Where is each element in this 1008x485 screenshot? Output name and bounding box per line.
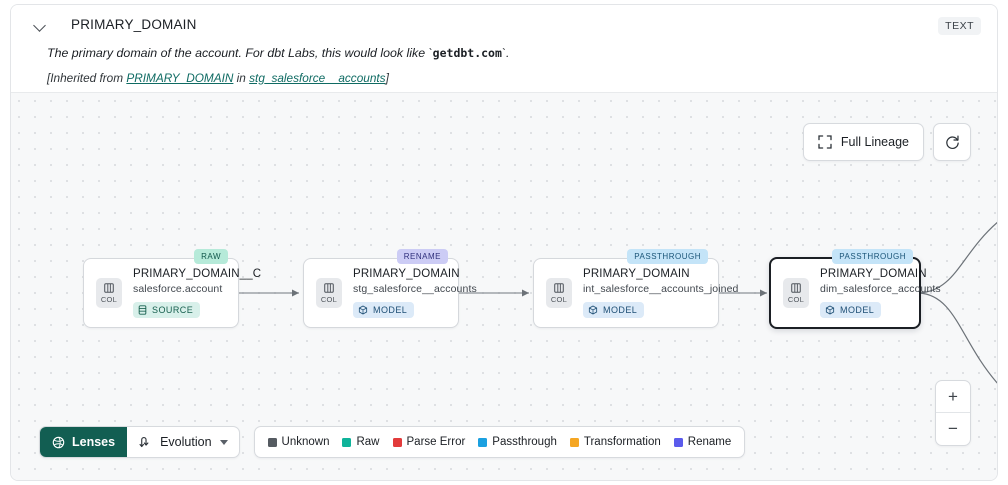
inherited-from-line: [Inherited from PRIMARY_DOMAIN in stg_sa… [47,71,981,85]
legend-item-transformation: Transformation [569,436,661,448]
legend-swatch [342,437,352,447]
legend-item-unknown: Unknown [267,436,330,448]
legend-swatch [569,437,579,447]
legend-item-rename: Rename [673,436,732,448]
lineage-legend: Unknown Raw Parse Error Passthrough Tran… [253,426,746,458]
column-lineage-panel: PRIMARY_DOMAIN TEXT The primary domain o… [10,4,998,481]
status-badge: TEXT [938,17,981,35]
lenses-button[interactable]: Lenses [40,427,128,457]
column-glyph [324,283,334,293]
description-text-pre: The primary domain of the account. For d… [47,46,433,60]
column-glyph [791,283,801,293]
refresh-button[interactable] [933,123,971,161]
column-badge-label: COL [100,295,118,304]
column-badge-label: COL [787,295,805,304]
expand-icon [818,135,832,149]
node-kind-badge: MODEL [820,302,882,318]
inherited-suffix: ] [385,70,389,85]
evolution-dropdown[interactable]: Evolution [127,427,238,457]
refresh-icon [945,135,959,149]
legend-swatch [673,437,683,447]
node-table-name: dim_salesforce_accounts [820,283,941,295]
cube-icon [588,305,598,315]
legend-swatch [392,437,402,447]
zoom-out-button[interactable]: − [948,419,958,438]
inherited-prefix: [Inherited from [47,70,127,85]
legend-item-parse-error: Parse Error [392,436,466,448]
legend-label: Parse Error [406,436,466,448]
lineage-canvas[interactable]: RAW COL PRIMARY_DOMAIN__C salesforce.acc… [11,92,997,480]
node-kind-badge: MODEL [353,302,415,318]
node-kind-label: MODEL [840,305,875,315]
node-kind-label: MODEL [603,305,638,315]
cube-icon [358,305,368,315]
canvas-bottom-bar: Lenses Evolution Unknown [39,426,746,458]
full-lineage-button[interactable]: Full Lineage [802,123,924,161]
legend-label: Transformation [583,436,661,448]
node-column-name: PRIMARY_DOMAIN__C [133,268,262,280]
description-code: getdbt.com [432,46,502,60]
node-kind-badge: SOURCE [133,302,201,318]
legend-label: Passthrough [492,436,557,448]
node-kind-label: SOURCE [152,305,194,315]
legend-label: Unknown [281,436,330,448]
lineage-node-salesforce-account[interactable]: RAW COL PRIMARY_DOMAIN__C salesforce.acc… [83,249,261,328]
column-badge-label: COL [320,295,338,304]
column-badge-label: COL [550,295,568,304]
chevron-down-icon [219,439,228,445]
column-description: The primary domain of the account. For d… [47,45,981,62]
description-text-post: `. [501,46,510,60]
lineage-node-dim-salesforce-accounts[interactable]: PASSTHROUGH COL PRIMARY_DOMAIN dim_sales… [769,249,941,329]
node-tag: RAW [194,249,228,264]
lens-icon [52,436,65,448]
legend-swatch [478,437,488,447]
node-column-name: PRIMARY_DOMAIN [820,268,927,280]
canvas-top-controls: Full Lineage [802,123,971,161]
column-icon: COL [546,278,572,308]
lineage-edges [239,222,997,384]
inherited-table-link[interactable]: stg_salesforce__accounts [249,70,386,85]
legend-item-raw: Raw [342,436,380,448]
edge-out-upper [918,222,997,294]
column-icon: COL [96,278,122,308]
column-glyph [104,283,114,293]
node-table-name: stg_salesforce__accounts [353,283,477,295]
evolution-icon [139,436,149,448]
lineage-node-stg-salesforce-accounts[interactable]: RENAME COL PRIMARY_DOMAIN stg_salesforce… [303,249,477,328]
inherited-middle: in [233,70,250,85]
page-title: PRIMARY_DOMAIN [71,17,197,32]
node-tag: RENAME [396,249,448,264]
lineage-node-int-salesforce-accounts-joined[interactable]: PASSTHROUGH COL PRIMARY_DOMAIN int_sales… [533,249,738,328]
lenses-label: Lenses [72,435,116,449]
lenses-evolution-group: Lenses Evolution [39,426,240,458]
column-icon: COL [316,278,342,308]
cube-icon [825,305,835,315]
node-kind-badge: MODEL [583,302,645,318]
node-tag: PASSTHROUGH [832,249,913,264]
chevron-down-icon[interactable] [33,18,47,32]
legend-label: Raw [356,436,380,448]
column-glyph [554,283,564,293]
legend-item-passthrough: Passthrough [478,436,557,448]
edge-out-lower [918,292,997,384]
full-lineage-label: Full Lineage [840,135,909,149]
legend-label: Rename [687,436,732,448]
database-icon [138,305,147,315]
evolution-label: Evolution [160,435,212,449]
panel-header: PRIMARY_DOMAIN TEXT The primary domain o… [11,5,997,91]
node-table-name: salesforce.account [133,283,223,295]
node-kind-label: MODEL [373,305,408,315]
zoom-in-button[interactable]: + [936,381,970,413]
node-tag: PASSTHROUGH [627,249,708,264]
column-icon: COL [783,278,809,308]
node-table-name: int_salesforce__accounts_joined [583,283,739,295]
node-column-name: PRIMARY_DOMAIN [353,268,460,280]
legend-swatch [267,437,277,447]
node-column-name: PRIMARY_DOMAIN [583,268,690,280]
zoom-controls: + − [935,380,971,446]
inherited-column-link[interactable]: PRIMARY_DOMAIN [126,70,234,85]
